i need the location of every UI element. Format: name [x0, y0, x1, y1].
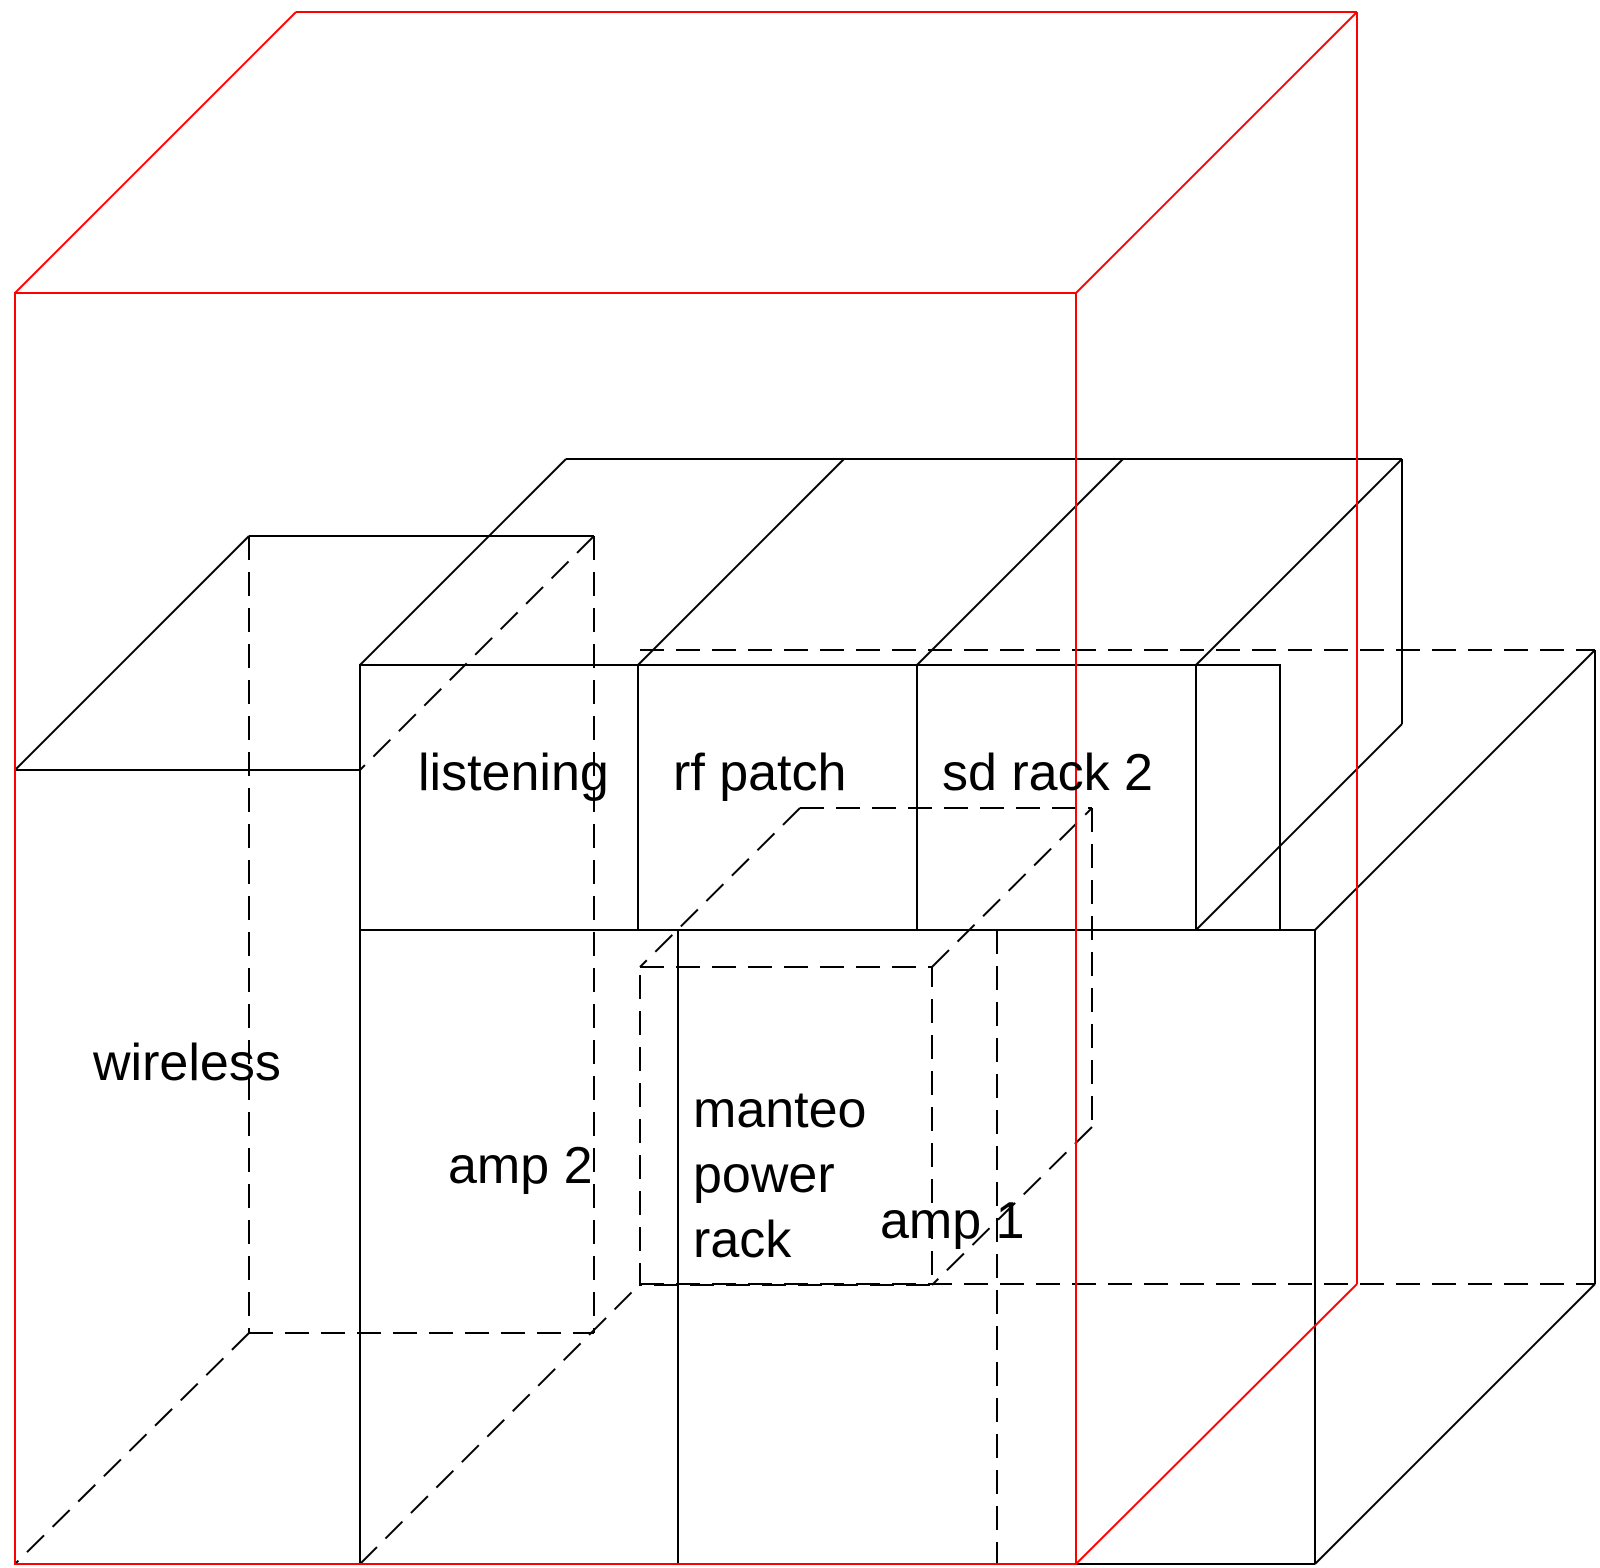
label-manteo-line-1: manteo	[693, 1081, 866, 1139]
outer-enclosure	[14, 11, 1358, 1565]
wireless-box	[14, 535, 595, 1565]
label-listening: listening	[418, 744, 609, 802]
amp-2-box	[15, 930, 1315, 1565]
label-amp-2: amp 2	[448, 1137, 593, 1195]
label-rf-patch: rf patch	[673, 744, 846, 802]
label-manteo-line-3: rack	[693, 1211, 792, 1269]
label-wireless: wireless	[92, 1034, 281, 1092]
label-manteo-line-2: power	[693, 1146, 835, 1204]
top-rack-row	[359, 458, 1403, 931]
manteo-power-rack-box	[639, 807, 1093, 1286]
top-rack-row-front	[359, 664, 1281, 931]
label-sd-rack-2: sd rack 2	[942, 744, 1153, 802]
label-amp-1: amp 1	[880, 1192, 1025, 1250]
